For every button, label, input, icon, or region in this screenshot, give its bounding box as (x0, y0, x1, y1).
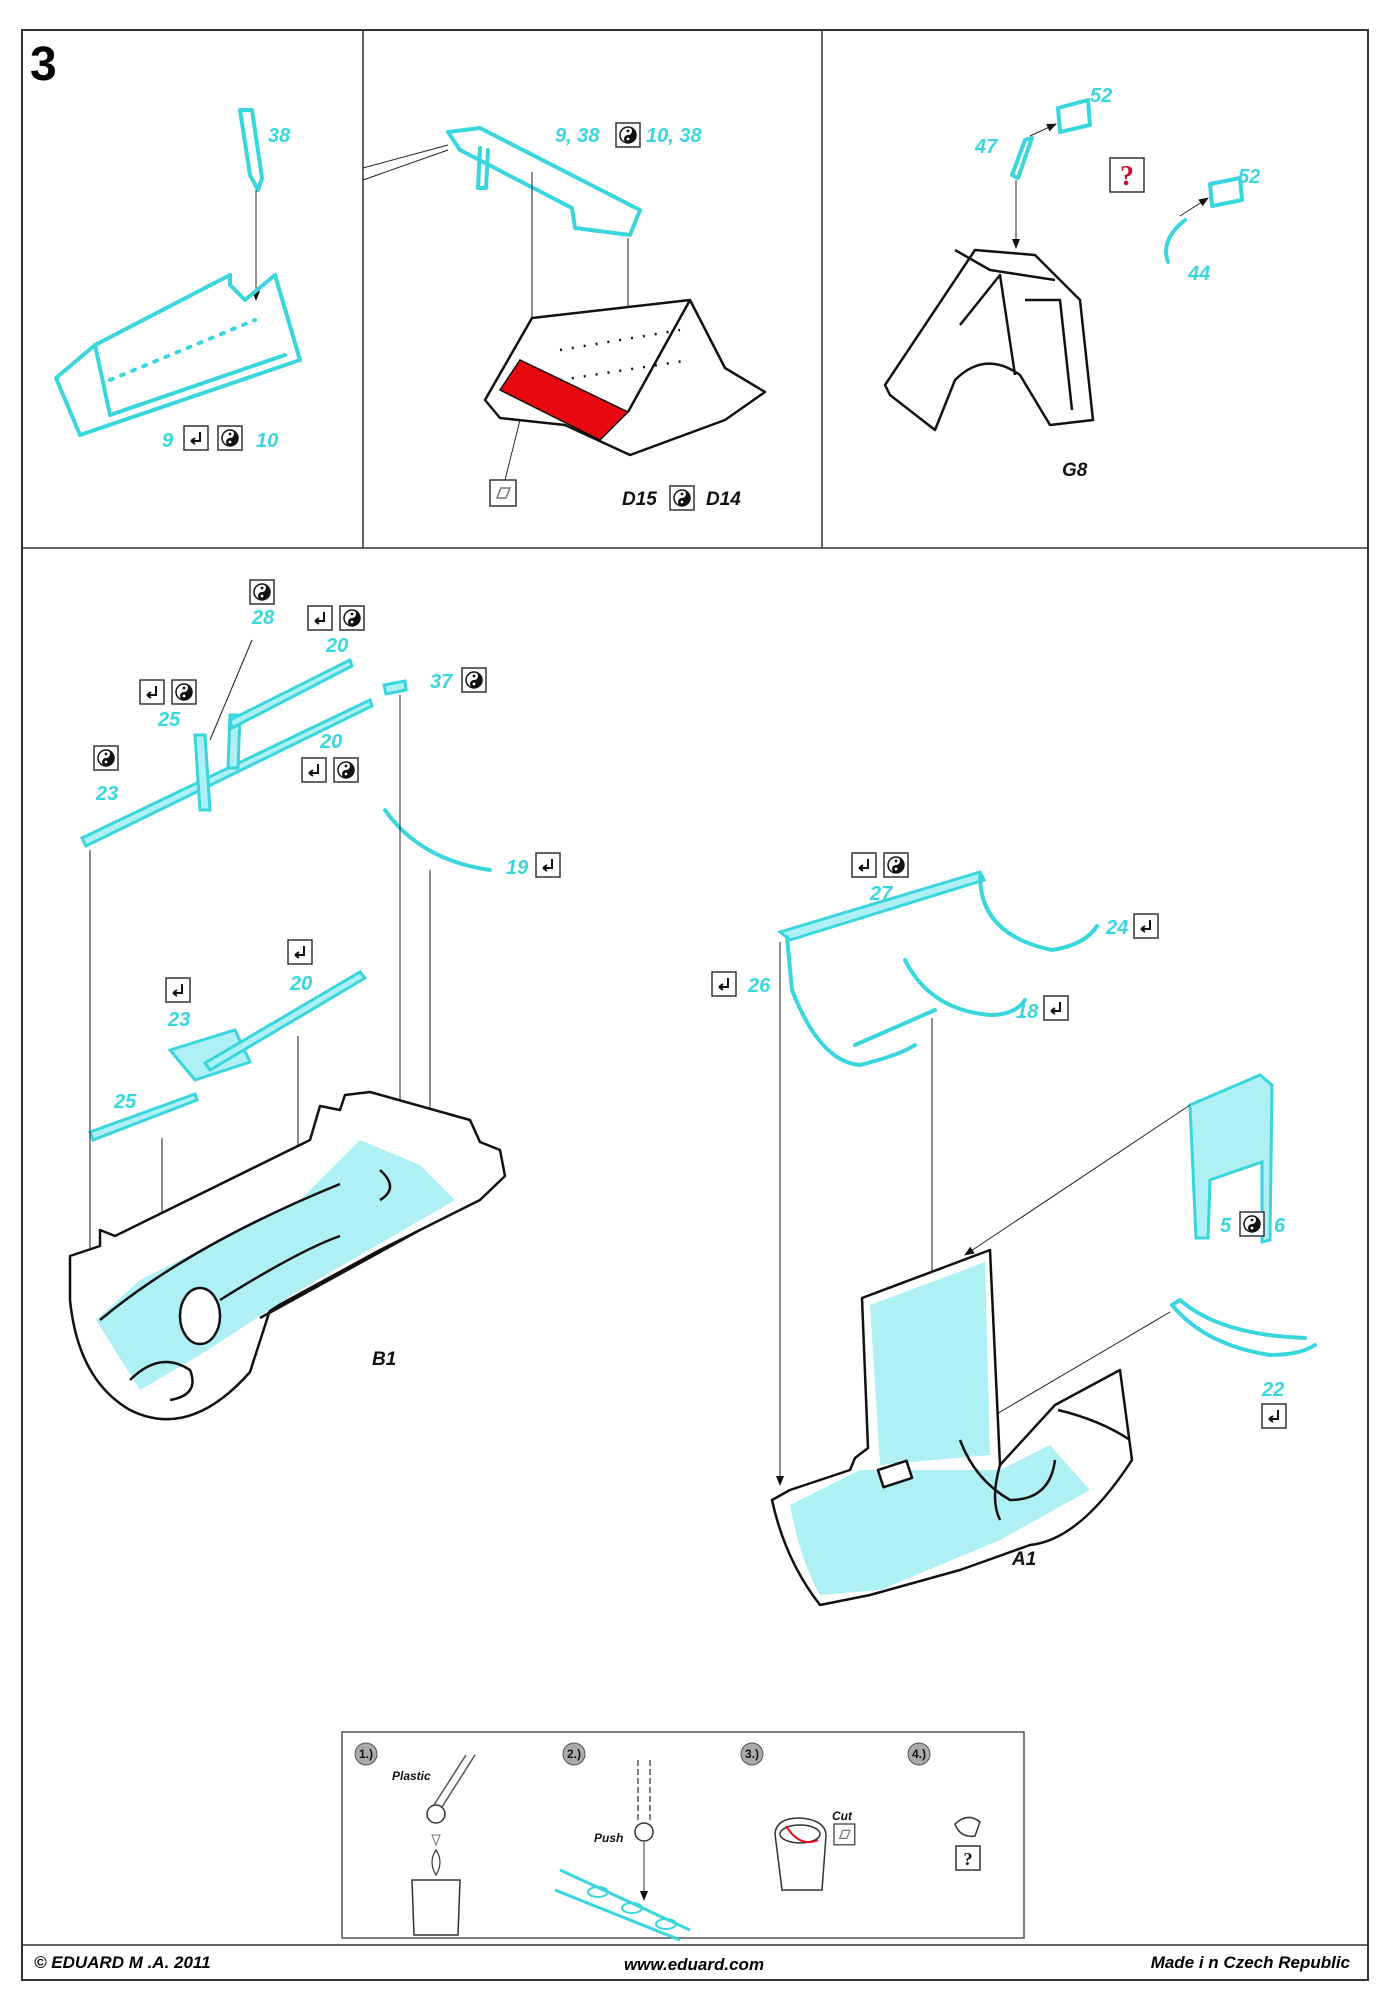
bend-icon (287, 939, 313, 965)
legend-step-1: 1.) (359, 1747, 373, 1761)
bend-icon (301, 757, 327, 783)
label-a1-6: 6 (1274, 1215, 1286, 1237)
yin-yang-icon (1239, 1211, 1265, 1237)
legend-step-3: 3.) (745, 1747, 759, 1761)
yin-yang-icon (669, 485, 695, 511)
yin-yang-icon (249, 579, 275, 605)
legend-cut-label: Cut (832, 1809, 853, 1823)
label-b1-20a: 20 (325, 635, 348, 657)
label-p1-10: 10 (256, 430, 278, 452)
bend-icon (165, 977, 191, 1003)
part-a1: A1 (1011, 1549, 1036, 1570)
label-a1-24: 24 (1105, 917, 1128, 939)
label-b1-20b: 20 (319, 731, 342, 753)
label-a1-27: 27 (869, 883, 893, 905)
label-p3-47: 47 (974, 136, 998, 158)
label-p1-9: 9 (162, 430, 174, 452)
yin-yang-icon (93, 745, 119, 771)
label-b1-23a: 23 (95, 783, 118, 805)
question-icon (1109, 157, 1145, 193)
yin-yang-icon (461, 667, 487, 693)
legend-question-mark: ? (964, 1849, 973, 1869)
yin-yang-icon (339, 605, 365, 631)
footer-website: www.eduard.com (624, 1955, 764, 1974)
label-b1-19: 19 (506, 857, 529, 879)
label-b1-23b: 23 (167, 1009, 190, 1031)
page-frame (21, 29, 1369, 1981)
part-b1: B1 (372, 1349, 396, 1370)
bend-icon (1133, 913, 1159, 939)
yin-yang-icon (333, 757, 359, 783)
part-g8: G8 (1062, 460, 1088, 481)
yin-yang-icon (171, 679, 197, 705)
panel-3: 52 47 52 44 G8 (883, 85, 1260, 481)
step-number: 3 (30, 38, 57, 91)
label-b1-37: 37 (430, 671, 453, 693)
label-p3-52a: 52 (1090, 85, 1112, 107)
label-p2-10-38: 10, 38 (646, 125, 702, 147)
legend-step-4: 4.) (912, 1747, 926, 1761)
technique-legend: 1.) Plastic 2.) Push 3.) Cut 4.) ? (341, 1731, 1025, 1942)
bend-icon (535, 852, 561, 878)
cut-icon (833, 1823, 856, 1846)
label-p3-44: 44 (1187, 263, 1210, 285)
panel-1: 38 9 10 (54, 108, 302, 452)
yin-yang-icon (883, 852, 909, 878)
yin-yang-icon (615, 122, 641, 148)
label-b1-28: 28 (251, 607, 275, 629)
legend-step-2: 2.) (567, 1747, 581, 1761)
legend-push-label: Push (594, 1831, 623, 1845)
label-b1-25b: 25 (113, 1091, 137, 1113)
legend-plastic-label: Plastic (392, 1769, 431, 1783)
part-d14: D14 (706, 489, 741, 510)
label-a1-26: 26 (747, 975, 771, 997)
label-a1-22: 22 (1261, 1379, 1284, 1401)
bend-icon (183, 425, 209, 451)
b1-assembly: B1 28 20 25 37 20 23 19 20 23 25 (68, 579, 561, 1421)
part-d15: D15 (622, 489, 657, 510)
label-p2-9-38: 9, 38 (555, 125, 600, 147)
footer-made-in: Made i n Czech Republic (1151, 1953, 1351, 1972)
bend-icon (1043, 995, 1069, 1021)
label-b1-25a: 25 (157, 709, 181, 731)
label-p3-52b: 52 (1238, 166, 1260, 188)
bend-icon (711, 971, 737, 997)
label-p1-38: 38 (268, 125, 291, 147)
yin-yang-icon (217, 425, 243, 451)
bend-icon (307, 605, 333, 631)
footer-copyright: © EDUARD M .A. 2011 (34, 1953, 211, 1972)
label-b1-20c: 20 (289, 973, 312, 995)
label-a1-5: 5 (1220, 1215, 1232, 1237)
panel-2: 9, 38 10, 38 D15 D14 (362, 122, 767, 511)
bend-icon (851, 852, 877, 878)
bend-icon (139, 679, 165, 705)
bend-icon (1261, 1403, 1287, 1429)
label-a1-18: 18 (1016, 1001, 1039, 1023)
a1-assembly: A1 27 24 26 18 5 6 22 (711, 852, 1317, 1607)
cut-icon (489, 479, 517, 507)
